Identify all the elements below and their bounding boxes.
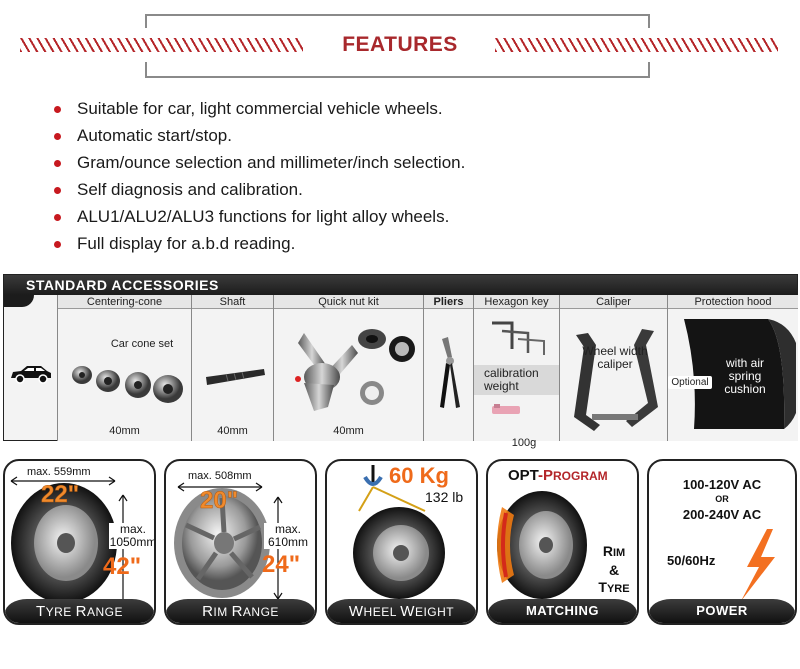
opt-program-title: OPT-PROGRAM — [508, 467, 608, 484]
column-header: Pliers — [424, 295, 473, 309]
rim-max-width: max. 508mm — [188, 470, 252, 482]
caliper-label: Wheel width caliper — [582, 344, 648, 371]
hexagon-key-image — [492, 321, 545, 355]
column-header: Shaft — [192, 295, 273, 309]
cone-set-image — [72, 366, 183, 403]
wheel-weight-card: 60 Kg 132 lb WHEEL WEIGHT — [325, 459, 478, 625]
car-icon — [11, 366, 51, 384]
wheel-weight-footer: WHEEL WEIGHT — [327, 599, 476, 623]
features-title: FEATURES — [342, 33, 458, 56]
bullet-icon — [54, 214, 61, 221]
tyre-diameter-inches: 42" — [103, 553, 142, 580]
caliper-image — [574, 329, 658, 431]
accessory-centering-cone: Centering-cone Car cone set 40mm — [57, 295, 191, 441]
bullet-icon — [54, 160, 61, 167]
feature-item: Suitable for car, light commercial vehic… — [52, 98, 465, 125]
accessories-title-bar — [4, 275, 797, 295]
lightning-bolt-icon — [741, 529, 775, 601]
cone-size: 40mm — [109, 425, 140, 437]
power-voltage-2: 200-240V AC — [682, 507, 762, 522]
wheel-weight-kg: 60 Kg — [389, 463, 449, 488]
column-header: Protection hood — [668, 295, 798, 309]
bullet-icon — [54, 133, 61, 140]
tyre-max-width: max. 559mm — [27, 466, 91, 478]
weight-size: 100g — [511, 437, 537, 449]
cone-set-label: Car cone set — [110, 338, 174, 350]
power-frequency: 50/60Hz — [667, 553, 716, 568]
rim-width-inches: 20" — [200, 487, 239, 515]
tyre-dimension-arrows — [10, 476, 128, 612]
tyre-max-diameter: max. 1050mm — [109, 522, 156, 549]
pliers-image — [440, 337, 460, 408]
feature-item: Automatic start/stop. — [52, 125, 465, 152]
header-hatch-left — [20, 38, 303, 52]
rim-tyre-label: RIM & TYRE — [598, 543, 630, 595]
accessories-corner — [4, 295, 34, 307]
feature-item: Full display for a.b.d reading. — [52, 233, 465, 260]
wheel-hanging-image — [353, 465, 445, 599]
accessories-title: STANDARD ACCESSORIES — [26, 277, 219, 293]
tyre-range-footer: TYRE RANGE — [5, 599, 154, 623]
accessory-hexagon-key: Hexagon key calibration weight 100g — [473, 295, 560, 449]
rim-max-diameter: max. 610mm — [264, 523, 312, 549]
feature-list: Suitable for car, light commercial vehic… — [52, 98, 465, 260]
tyre-width-inches: 22" — [41, 481, 80, 509]
shaft-image — [206, 369, 265, 385]
column-header: Hexagon key — [474, 295, 559, 309]
tyre-image — [11, 483, 117, 603]
shaft-size: 40mm — [217, 425, 248, 437]
rim-range-footer: RIM RANGE — [166, 599, 315, 623]
rim-range-card: max. 508mm 20" max. 610mm 24" RIM RANGE — [164, 459, 317, 625]
nut-size: 40mm — [333, 425, 364, 437]
quick-nut-image — [295, 329, 415, 411]
column-header: Quick nut kit — [274, 295, 423, 309]
calibration-weight-box — [474, 365, 560, 395]
bullet-icon — [54, 106, 61, 113]
opt-tyre-image — [497, 491, 587, 599]
power-footer: POWER — [649, 599, 795, 623]
accessory-pliers: Pliers — [423, 295, 473, 441]
power-card: 100-120V AC OR 200-240V AC 50/60Hz POWER — [647, 459, 797, 625]
matching-footer: MATCHING — [488, 599, 637, 623]
accessory-caliper: Caliper Wheel width caliper — [559, 295, 667, 441]
optional-label: Optional — [668, 376, 712, 389]
rim-image — [174, 488, 270, 598]
opt-program-card: OPT-PROGRAM RIM & TYRE MATCHING — [486, 459, 639, 625]
wheel-weight-lb: 132 lb — [425, 489, 464, 505]
header-hatch-right — [495, 38, 778, 52]
features-header: FEATURES — [0, 0, 800, 92]
accessory-protection-hood: Protection hood Optional with air spring… — [667, 295, 798, 441]
tyre-range-card: max. 559mm 22" max. 1050mm 42" TYRE RANG… — [3, 459, 156, 625]
standard-accessories-panel: STANDARD ACCESSORIES Centering-cone Car … — [3, 274, 798, 449]
column-header: Caliper — [560, 295, 667, 309]
accessory-shaft: Shaft 40mm — [191, 295, 273, 441]
header-frame-top — [145, 14, 650, 28]
column-header: Centering-cone — [58, 295, 191, 309]
rim-dimension-arrows — [177, 482, 283, 600]
hood-note: with air spring cushion — [724, 356, 766, 396]
calibration-weight-label: calibration weight — [484, 366, 539, 393]
header-frame-bottom — [145, 62, 650, 78]
rim-diameter-inches: 24" — [262, 551, 301, 578]
bullet-icon — [54, 241, 61, 248]
protection-hood-image — [684, 319, 796, 429]
power-voltage-1: 100-120V AC — [682, 477, 762, 492]
feature-item: Gram/ounce selection and millimeter/inch… — [52, 152, 465, 179]
feature-item: Self diagnosis and calibration. — [52, 179, 465, 206]
accessory-quick-nut-kit: Quick nut kit 40mm — [273, 295, 423, 441]
feature-item: ALU1/ALU2/ALU3 functions for light alloy… — [52, 206, 465, 233]
power-or: OR — [715, 494, 729, 504]
weight-clip-icon — [492, 404, 520, 414]
bullet-icon — [54, 187, 61, 194]
